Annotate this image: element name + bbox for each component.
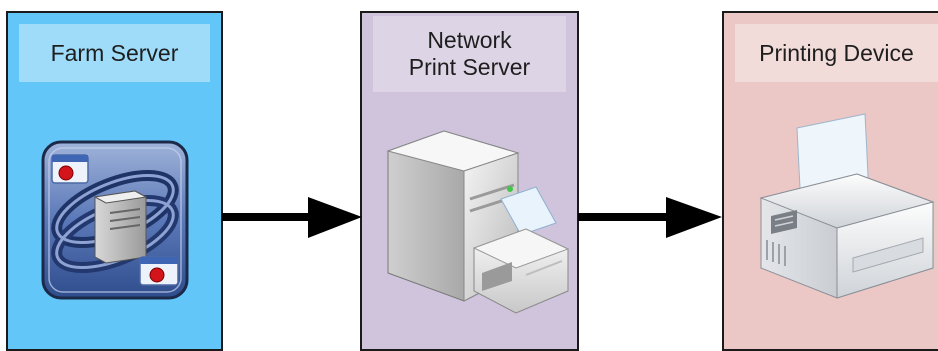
- node-title-farm-server: Farm Server: [19, 24, 210, 82]
- diagram: Farm Server: [6, 11, 938, 351]
- node-label-line-1: Network: [427, 27, 512, 53]
- print-server-icon: [386, 130, 570, 314]
- edge-farm-to-print-server: [222, 197, 362, 238]
- node-farm-server: Farm Server: [6, 11, 223, 351]
- edge-print-server-to-device: [578, 197, 722, 238]
- node-title-network-print-server: Network Print Server: [373, 16, 566, 92]
- node-label-farm-server: Farm Server: [50, 39, 179, 66]
- node-title-printing-device: Printing Device: [735, 24, 938, 82]
- farm-server-icon: [41, 140, 189, 300]
- printer-icon: [759, 113, 935, 299]
- node-printing-device: Printing Device: [722, 11, 938, 351]
- node-network-print-server: Network Print Server: [360, 11, 579, 351]
- node-label-printing-device: Printing Device: [759, 39, 914, 66]
- node-label-line-2: Print Server: [408, 54, 531, 80]
